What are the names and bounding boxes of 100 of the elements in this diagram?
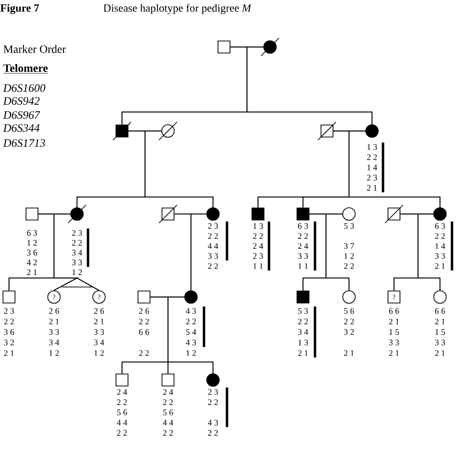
allele-pair: 2 2 bbox=[298, 318, 308, 324]
allele-pair: 4 3 bbox=[186, 340, 196, 346]
square-symbol bbox=[218, 40, 230, 54]
allele-pair: 2 2 bbox=[208, 430, 218, 436]
allele-pair: 1 2 bbox=[49, 350, 59, 356]
allele-pair: 2 3 bbox=[208, 389, 218, 395]
allele-pair: 2 1 bbox=[435, 318, 445, 324]
allele-pair: 2 2 bbox=[163, 430, 173, 436]
marker-name: D6S1713 bbox=[3, 139, 46, 147]
allele-pair: 2 1 bbox=[389, 350, 399, 356]
descent-line bbox=[168, 296, 214, 374]
allele-pair: 3 3 bbox=[72, 260, 82, 266]
marker-name: D6S344 bbox=[3, 124, 40, 132]
allele-pair: 3 3 bbox=[435, 340, 445, 346]
square-symbol bbox=[162, 374, 174, 386]
allele-pair: 4 4 bbox=[116, 420, 128, 426]
allele-pair: 2 1 bbox=[435, 263, 445, 269]
circle-symbol bbox=[342, 207, 356, 221]
square-symbol bbox=[252, 208, 264, 220]
allele-pair: 2 2 bbox=[208, 233, 218, 239]
allele-pair: 1 2 bbox=[344, 253, 354, 259]
allele-pair: 2 2 bbox=[435, 233, 445, 239]
allele-pair: 6 6 bbox=[389, 308, 400, 314]
allele-pair: 3 6 bbox=[27, 250, 38, 256]
square-symbol bbox=[116, 374, 128, 386]
square-symbol bbox=[158, 204, 178, 224]
allele-pair: 2 1 bbox=[94, 318, 104, 324]
allele-pair: 1 2 bbox=[94, 350, 104, 356]
allele-pair: 5 3 bbox=[344, 223, 354, 229]
descent-line bbox=[54, 214, 100, 291]
allele-pair: 2 2 bbox=[298, 233, 308, 239]
heading-text: Marker Order bbox=[4, 45, 66, 53]
allele-pair: 3 3 bbox=[389, 340, 399, 346]
allele-pair: 2 2 bbox=[208, 399, 218, 405]
allele-pair: 3 7 bbox=[344, 243, 354, 249]
allele-pair: 2 1 bbox=[298, 350, 308, 356]
allele-pair: 2 1 bbox=[4, 350, 14, 356]
title-text: Disease haplotype for pedigree M bbox=[104, 4, 252, 14]
descent-line bbox=[144, 130, 214, 208]
allele-pair: 3 3 bbox=[435, 253, 445, 259]
allele-pair: 3 6 bbox=[4, 329, 14, 335]
allele-pair: 2 2 bbox=[117, 430, 127, 436]
circle-symbol bbox=[184, 290, 198, 304]
allele-pair: 2 4 bbox=[163, 389, 174, 395]
allele-pair: 2 1 bbox=[389, 318, 399, 324]
allele-pair: 2 1 bbox=[27, 269, 37, 275]
allele-pair: 2 2 bbox=[344, 318, 354, 324]
allele-pair: 2 1 bbox=[435, 350, 445, 356]
circle-symbol bbox=[206, 207, 220, 221]
allele-pair: 4 4 bbox=[208, 243, 218, 249]
allele-pair: 4 2 bbox=[26, 260, 37, 266]
allele-pair: 3 3 bbox=[49, 329, 59, 335]
allele-pair: 2 4 bbox=[117, 389, 128, 395]
allele-pair: 3 2 bbox=[4, 340, 14, 346]
square-symbol bbox=[384, 204, 404, 224]
square-symbol bbox=[296, 208, 310, 220]
allele-pair: 2 2 bbox=[186, 318, 196, 324]
allele-pair: 2 3 bbox=[208, 223, 218, 229]
allele-pair: 2 2 bbox=[163, 399, 173, 405]
allele-pair: 1 1 bbox=[253, 263, 263, 269]
allele-pair: 2 1 bbox=[49, 318, 59, 324]
allele-pair: 2 2 bbox=[72, 240, 82, 246]
allele-pair: 6 3 bbox=[435, 223, 445, 229]
allele-pair: 5 3 bbox=[298, 308, 308, 314]
descent-line bbox=[190, 214, 207, 291]
allele-pair: 2 3 bbox=[253, 253, 263, 259]
allele-pair: 3 4 bbox=[72, 250, 82, 256]
allele-pair: 1 4 bbox=[367, 164, 378, 170]
allele-pair: 5 6 bbox=[163, 410, 174, 416]
allele-pair: 1 5 bbox=[389, 329, 399, 335]
allele-pair: 6 6 bbox=[435, 308, 446, 314]
allele-pair: 6 3 bbox=[298, 223, 308, 229]
descent-line bbox=[418, 214, 440, 291]
allele-pair: 5 6 bbox=[117, 410, 128, 416]
allele-pair: 2 2 bbox=[139, 350, 149, 356]
square-symbol bbox=[112, 122, 132, 140]
square-symbol bbox=[296, 290, 310, 304]
allele-pair: 2 2 bbox=[208, 263, 218, 269]
allele-pair: 2 1 bbox=[344, 350, 354, 356]
descent-line bbox=[326, 214, 350, 291]
circle-symbol bbox=[433, 207, 447, 221]
allele-pair: 3 3 bbox=[94, 329, 104, 335]
allele-pair: 2 6 bbox=[49, 308, 60, 314]
allele-pair: 6 3 bbox=[27, 230, 37, 236]
figure-label: Figure 7 bbox=[0, 4, 39, 14]
allele-pair: 2 2 bbox=[367, 154, 377, 160]
allele-pair: 3 2 bbox=[344, 329, 354, 335]
allele-pair: 2 2 bbox=[139, 318, 149, 324]
allele-pair: 4 3 bbox=[186, 308, 196, 314]
allele-pair: 2 2 bbox=[253, 233, 263, 239]
allele-pair: 1 3 bbox=[367, 144, 377, 150]
square-symbol bbox=[2, 290, 16, 304]
allele-pair: 2 6 bbox=[94, 308, 104, 314]
allele-pair: 1 2 bbox=[27, 240, 37, 246]
allele-pair: 2 2 bbox=[4, 318, 14, 324]
allele-pair: 3 4 bbox=[94, 340, 104, 346]
allele-pair: 1 3 bbox=[253, 223, 263, 229]
allele-pair: 1 1 bbox=[298, 263, 308, 269]
marker-name: D6S942 bbox=[3, 97, 40, 105]
allele-pair: 1 4 bbox=[435, 243, 446, 249]
